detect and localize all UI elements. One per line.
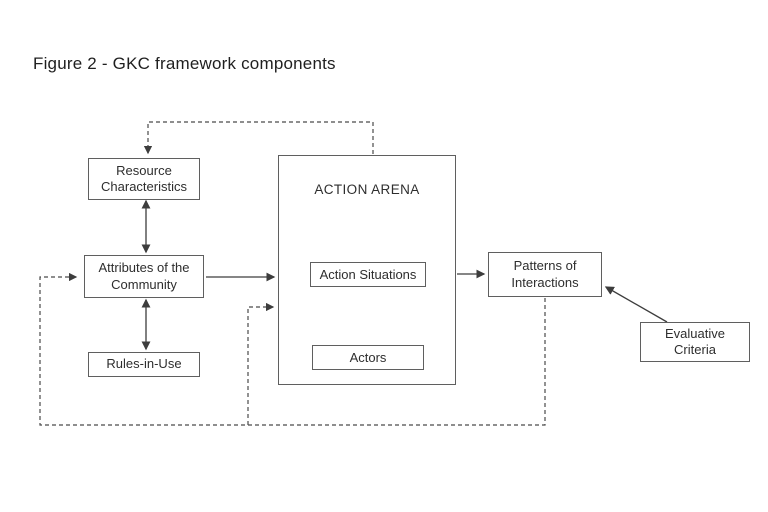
edge-feedback-patterns-arena xyxy=(247,302,275,425)
node-patterns-of-interactions: Patterns of Interactions xyxy=(488,252,602,297)
node-action-situations: Action Situations xyxy=(310,262,426,287)
node-attributes-of-the-community: Attributes of the Community xyxy=(84,255,204,298)
edge-feedback-patterns-attributes xyxy=(39,272,546,426)
node-action-arena: ACTION ARENA xyxy=(278,155,456,385)
figure-caption: Figure 2 - GKC framework components xyxy=(33,54,336,73)
node-resource-characteristics: Resource Characteristics xyxy=(88,158,200,200)
node-rules-in-use: Rules-in-Use xyxy=(88,352,200,377)
node-actors: Actors xyxy=(312,345,424,370)
edge-feedback-arena-resource xyxy=(143,121,374,155)
action-arena-title: ACTION ARENA xyxy=(314,182,420,197)
edge-evaluative-patterns xyxy=(604,286,668,323)
node-evaluative-criteria: Evaluative Criteria xyxy=(640,322,750,362)
